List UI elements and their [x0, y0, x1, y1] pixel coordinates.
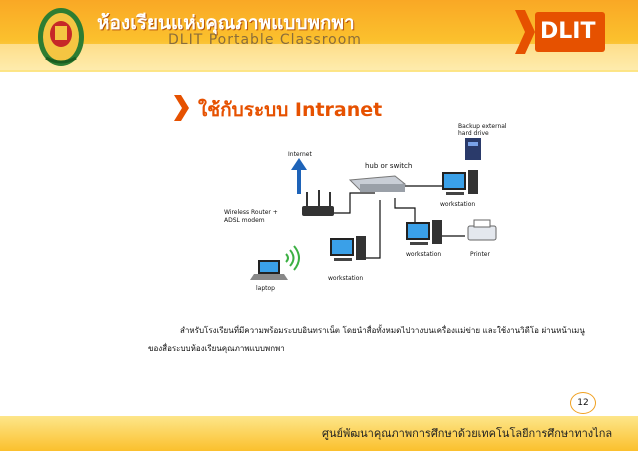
internet-label: Internet: [288, 151, 312, 158]
page-number: 12: [570, 392, 596, 414]
backup-label-line1: Backup external: [458, 123, 507, 130]
chevron-right-icon: [174, 95, 189, 121]
laptop-label: laptop: [256, 285, 275, 292]
description-line-2: ของสื่อระบบห้องเรียนคุณภาพแบบพกพา: [148, 344, 285, 353]
internet-icon: [291, 158, 307, 194]
workstation-icon: [442, 170, 478, 195]
workstation-right-label: workstation: [440, 201, 475, 208]
backup-drive-icon: [465, 138, 481, 160]
description-line-1: สำหรับโรงเรียนที่มีความพร้อมระบบอินทราเน…: [180, 326, 585, 335]
wireless-signal-icon: [285, 245, 300, 271]
dlit-logo-text: DLIT: [540, 19, 596, 44]
description-paragraph: สำหรับโรงเรียนที่มีความพร้อมระบบอินทราเน…: [148, 322, 588, 358]
school-seal-icon: [38, 8, 84, 66]
header-band: [0, 44, 638, 70]
hub-icon: [348, 175, 407, 192]
header-title-english: DLIT Portable Classroom: [168, 32, 362, 48]
workstation-icon: [406, 220, 442, 245]
printer-label: Printer: [470, 251, 490, 258]
footer-text: ศูนย์พัฒนาคุณภาพการศึกษาด้วยเทคโนโลยีการ…: [322, 427, 613, 440]
router-label-line2: ADSL modem: [224, 217, 265, 224]
slide-heading: ใช้กับระบบ Intranet: [198, 99, 383, 121]
router-label-line1: Wireless Router +: [224, 209, 278, 216]
workstation-icon: [330, 236, 366, 261]
laptop-icon: [250, 260, 288, 280]
backup-label-line2: hard drive: [458, 130, 489, 137]
header-title-thai: ห้องเรียนแห่งคุณภาพแบบพกพา: [97, 12, 355, 34]
printer-icon: [467, 219, 497, 241]
footer-bar: [0, 416, 638, 451]
router-icon: [302, 190, 334, 216]
workstation-mid-label: workstation: [406, 251, 441, 258]
hub-label: hub or switch: [365, 162, 412, 170]
dlit-logo: [515, 10, 605, 54]
network-diagram: Internet Wireless Router + ADSL modem hu…: [224, 123, 507, 292]
workstation-low-label: workstation: [328, 275, 363, 282]
